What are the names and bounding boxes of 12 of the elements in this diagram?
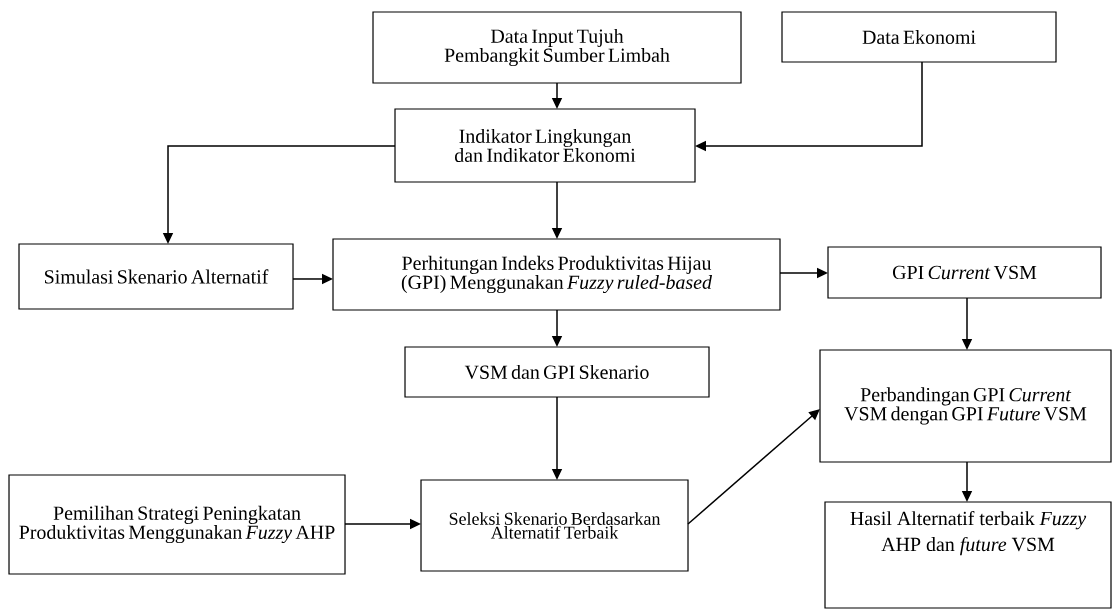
process-box: Data Ekonomi	[781, 11, 1057, 63]
process-box: GPI Current VSM	[827, 246, 1102, 299]
process-box: Perbandingan GPI Current VSM dengan GPI Future VSM	[819, 349, 1112, 463]
process-box: Simulasi Skenario Alternatif	[18, 243, 294, 310]
process-box: Indikator Lingkungan dan Indikator Ekonomi	[394, 108, 696, 183]
process-box: Perhitungan Indeks Produktivitas Hijau (GPI) Menggunakan Fuzzy ruled-based	[332, 238, 781, 311]
arrow	[687, 409, 820, 525]
process-box: Pemilihan Strategi Peningkatan Produktivitas Menggunakan Fuzzy AHP	[8, 474, 346, 575]
result-box: Hasil Alternatif terbaik Fuzzy AHP dan future VSM	[824, 501, 1112, 609]
process-box: Seleksi Skenario Berdasarkan Alternatif Terbaik	[420, 479, 689, 572]
process-box: VSM dan GPI Skenario	[404, 346, 710, 398]
process-box: Data Input Tujuh Pembangkit Sumber Limbah	[372, 11, 742, 84]
